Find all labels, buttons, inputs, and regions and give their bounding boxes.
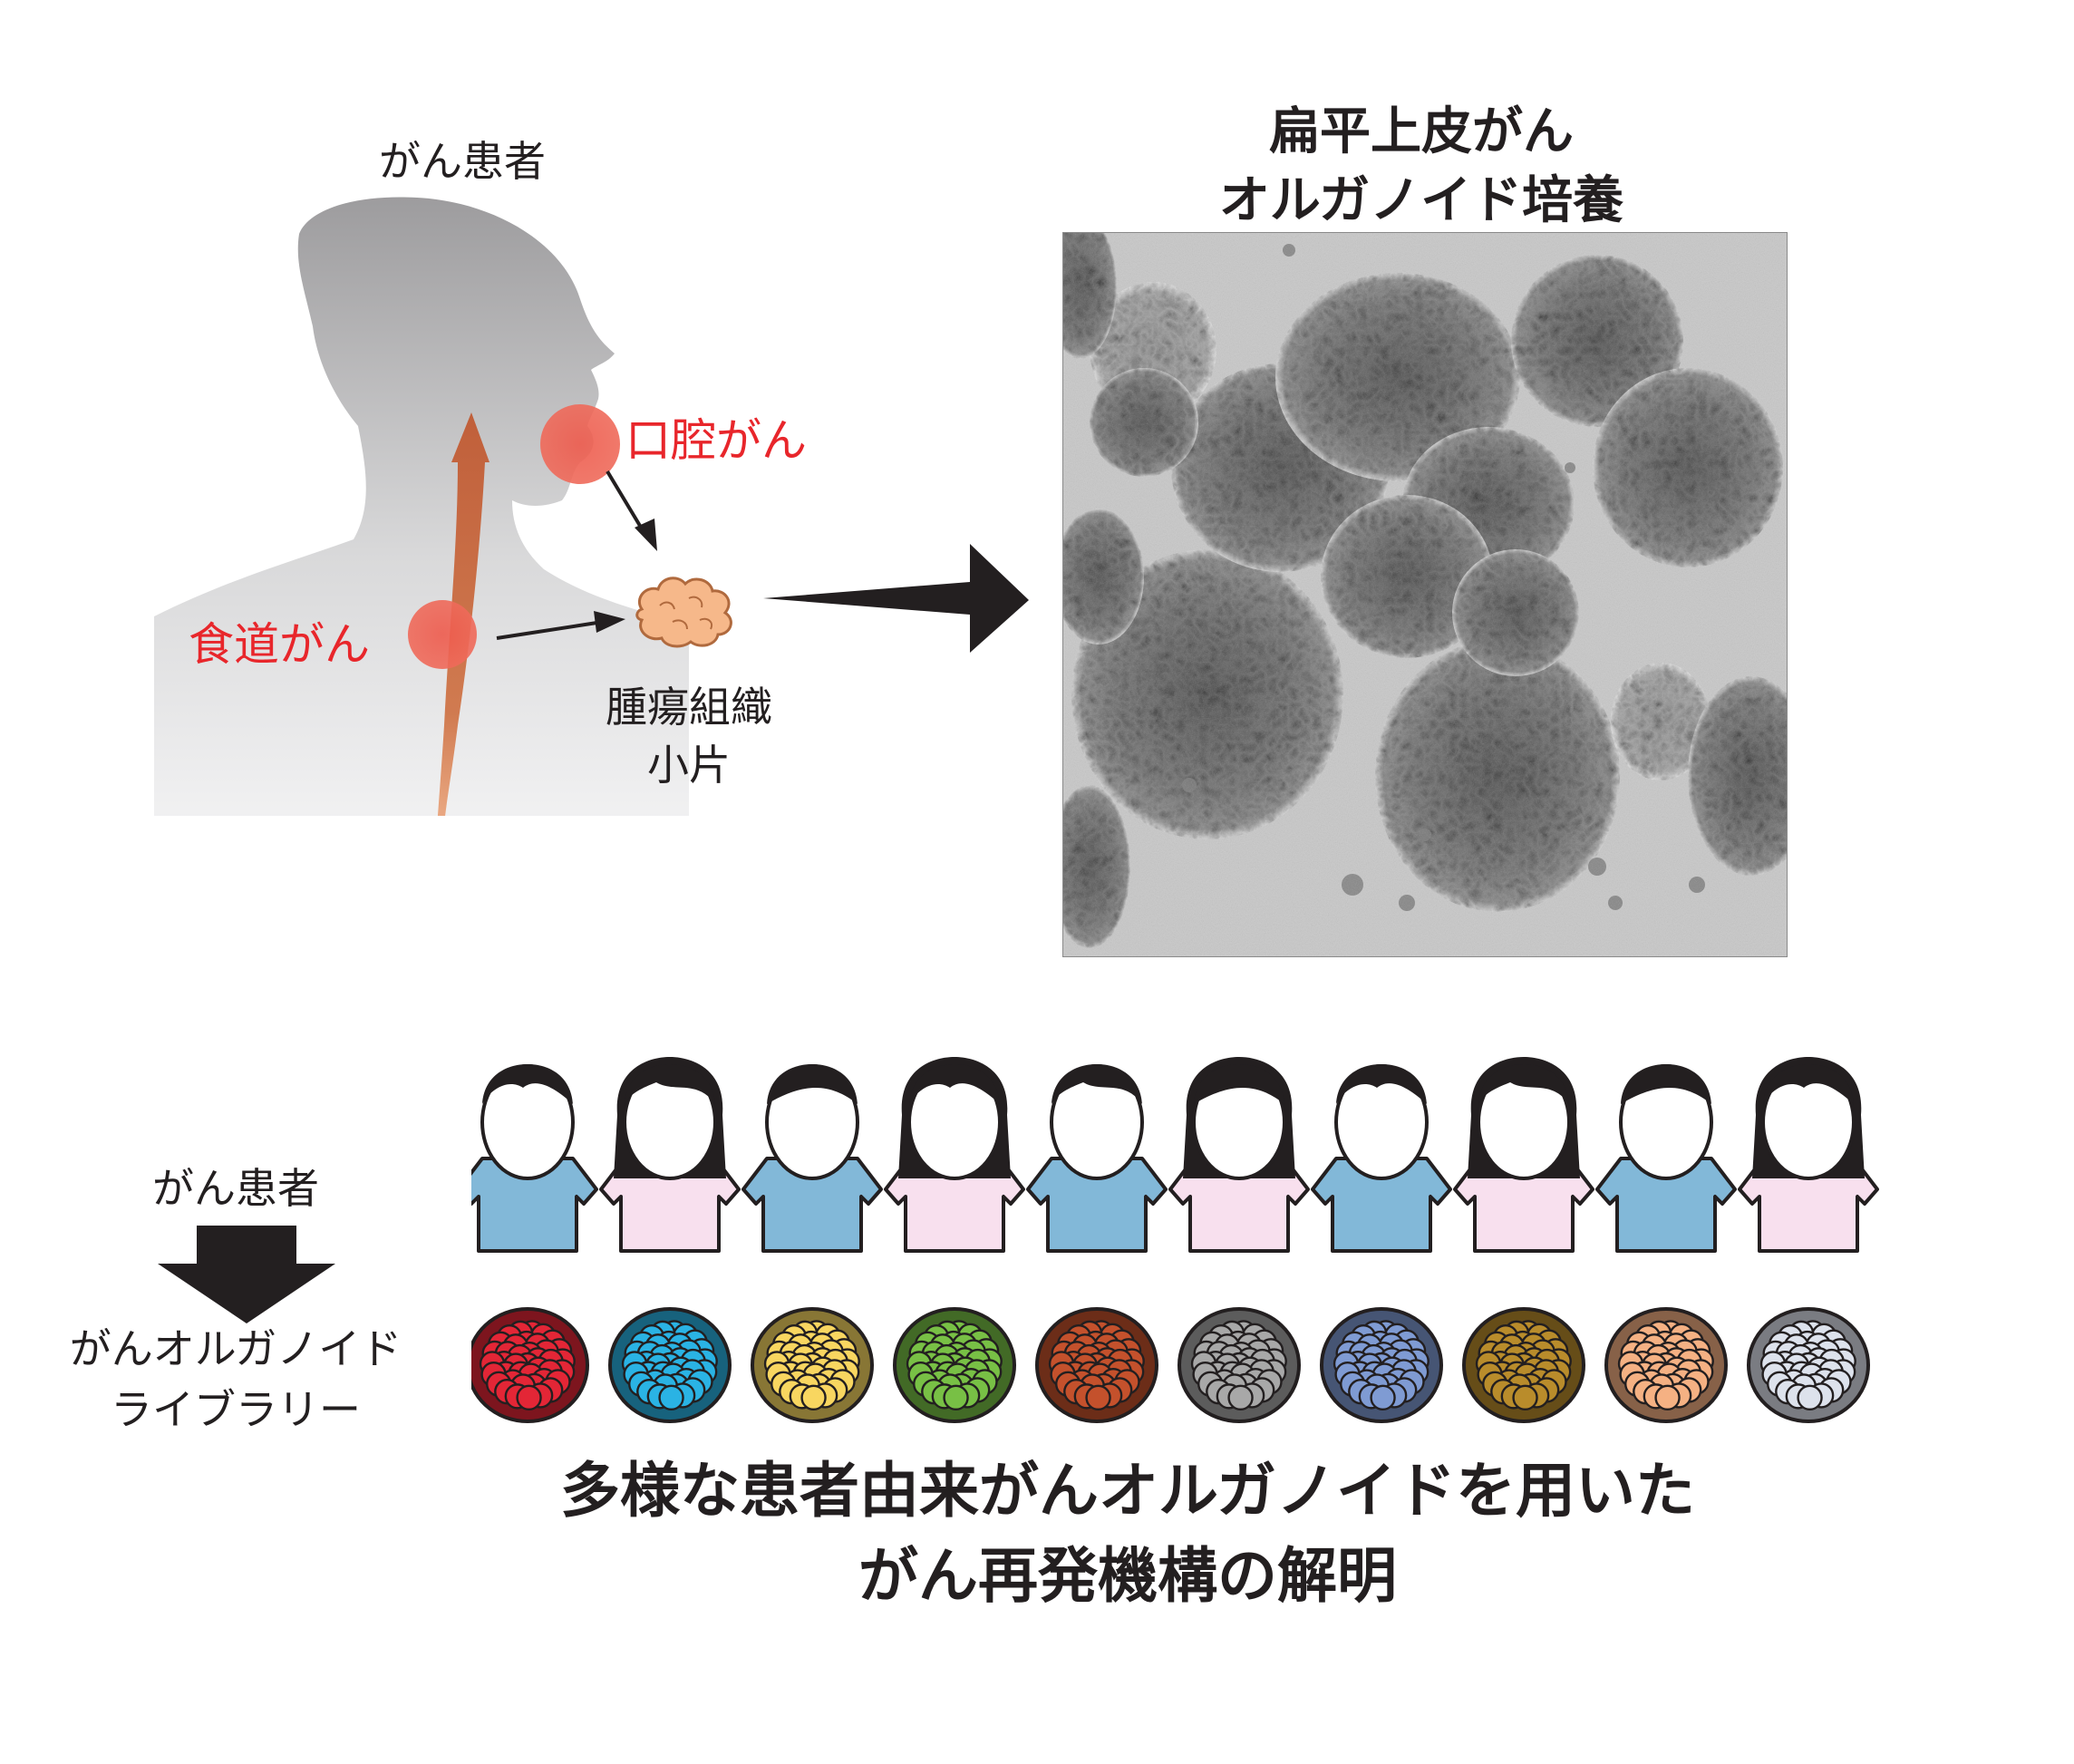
tumor-tissue-label-line2: 小片 — [647, 741, 731, 790]
patient-silhouette — [154, 197, 732, 816]
patient-label-bottom: がん患者 — [152, 1164, 319, 1213]
esophageal-cancer-label: 食道がん — [189, 618, 370, 671]
shirt — [1168, 1157, 1310, 1253]
patient-figure — [1026, 1064, 1168, 1253]
shirt — [1026, 1157, 1168, 1253]
conclusion-line2: がん再発機構の解明 — [858, 1540, 1397, 1611]
organoid-cluster — [471, 1307, 589, 1423]
organoid-library-label-line2: ライブラリー — [111, 1384, 361, 1434]
hair — [1763, 1064, 1854, 1104]
organoid-micrograph — [1062, 232, 1788, 957]
organoid-cluster — [1320, 1307, 1443, 1423]
oral-cancer-label: 口腔がん — [625, 414, 807, 467]
organoid-cluster — [608, 1307, 732, 1423]
hair — [1336, 1064, 1427, 1104]
patient-figure — [1311, 1064, 1452, 1253]
organoid-library-label-line1: がんオルガノイド — [69, 1324, 402, 1373]
shirt — [741, 1157, 883, 1253]
organoid-cluster — [751, 1307, 874, 1423]
down-arrow — [158, 1226, 335, 1323]
organoid-cluster — [1462, 1307, 1585, 1423]
arrow-esophagus-to-tissue — [496, 620, 604, 640]
tumor-tissue-label-line1: 腫瘍組織 — [606, 683, 772, 732]
patient-figure — [741, 1064, 883, 1253]
esophageal-cancer-spot — [408, 600, 477, 669]
organoid-cluster — [1747, 1307, 1870, 1423]
hair — [1194, 1064, 1284, 1104]
organoid-cluster — [1178, 1307, 1301, 1423]
organoid-library-row — [471, 1307, 1870, 1423]
conclusion-line1: 多様な患者由来がんオルガノイドを用いた — [559, 1456, 1696, 1526]
organoid-cluster — [893, 1307, 1016, 1423]
head-silhouette — [154, 197, 689, 816]
hair — [767, 1064, 858, 1104]
patient-figure — [471, 1064, 598, 1253]
patient-figure — [1453, 1057, 1594, 1253]
shirt — [1738, 1157, 1879, 1253]
patient-figure — [599, 1057, 741, 1253]
hair — [909, 1064, 1000, 1104]
organoid-library-label: がんオルガノイド ライブラリー — [18, 1319, 453, 1439]
patient-figure — [884, 1057, 1025, 1253]
organoid-cluster — [1035, 1307, 1158, 1423]
oral-cancer-spot — [540, 404, 620, 484]
patient-figure — [1168, 1057, 1310, 1253]
patient-figures-row — [471, 1057, 1879, 1253]
conclusion-text: 多様な患者由来がんオルガノイドを用いた がん再発機構の解明 — [402, 1449, 1853, 1618]
tumor-tissue-label: 腫瘍組織 小片 — [571, 678, 807, 795]
shirt — [1453, 1157, 1594, 1253]
hair — [625, 1064, 715, 1104]
hair — [482, 1064, 573, 1104]
tumor-tissue-icon — [635, 577, 732, 648]
hair — [1621, 1064, 1711, 1104]
culture-title: 扁平上皮がん オルガノイド培養 — [1059, 98, 1784, 235]
big-arrow-to-culture — [763, 544, 1029, 653]
shirt — [884, 1157, 1025, 1253]
arrow-oral-to-tissue — [606, 470, 647, 537]
shirt — [1595, 1157, 1737, 1253]
shirt — [1311, 1157, 1452, 1253]
organoid-cluster — [1604, 1307, 1728, 1423]
hair — [1052, 1064, 1142, 1104]
patient-label-top: がん患者 — [379, 137, 546, 186]
shirt — [471, 1157, 598, 1253]
shirt — [599, 1157, 741, 1253]
patient-figure — [1595, 1064, 1737, 1253]
hair — [1478, 1064, 1569, 1104]
culture-title-line2: オルガノイド培養 — [1218, 170, 1624, 230]
culture-title-line1: 扁平上皮がん — [1269, 102, 1574, 161]
patient-figure — [1738, 1057, 1879, 1253]
